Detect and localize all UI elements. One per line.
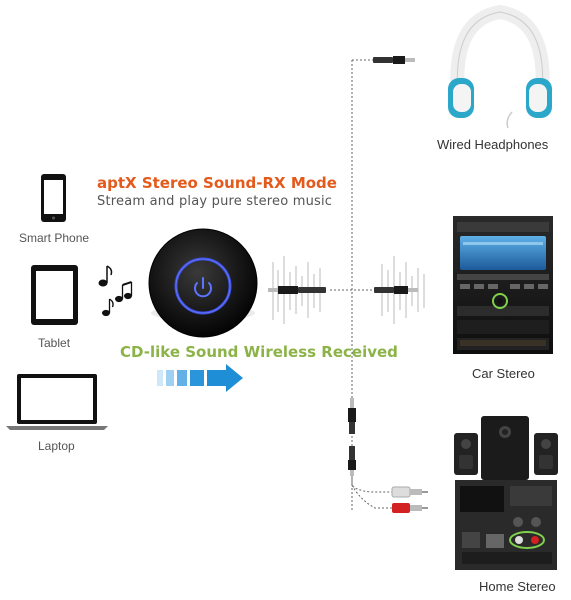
car-stereo-icon (453, 216, 553, 354)
audio-plug-vertical (348, 398, 356, 476)
power-icon (194, 277, 212, 298)
audio-plug-headphones (373, 56, 415, 64)
headphones-icon (448, 4, 552, 129)
car-stereo-label: Car Stereo (472, 366, 535, 381)
rca-plug-white (391, 486, 428, 498)
mode-title: aptX Stereo Sound-RX Mode (97, 174, 337, 192)
wireless-tagline: CD-like Sound Wireless Received (120, 343, 398, 361)
laptop-label: Laptop (38, 439, 75, 453)
laptop-icon (6, 374, 108, 430)
music-notes-icon (98, 265, 133, 317)
bluetooth-receiver-device (148, 228, 258, 338)
smartphone-icon (41, 174, 66, 222)
blue-arrow-icon (157, 364, 243, 392)
tablet-icon (31, 265, 78, 325)
audio-plug-right (374, 286, 418, 294)
mode-subtitle: Stream and play pure stereo music (97, 194, 333, 209)
connection-lines (330, 59, 395, 510)
home-stereo-icon (454, 416, 558, 570)
audio-plug-left (268, 286, 326, 294)
smartphone-label: Smart Phone (19, 231, 90, 245)
rca-plug-red (392, 503, 428, 513)
tablet-label: Tablet (38, 336, 71, 350)
headphones-label: Wired Headphones (437, 137, 549, 152)
home-stereo-label: Home Stereo (479, 579, 556, 594)
